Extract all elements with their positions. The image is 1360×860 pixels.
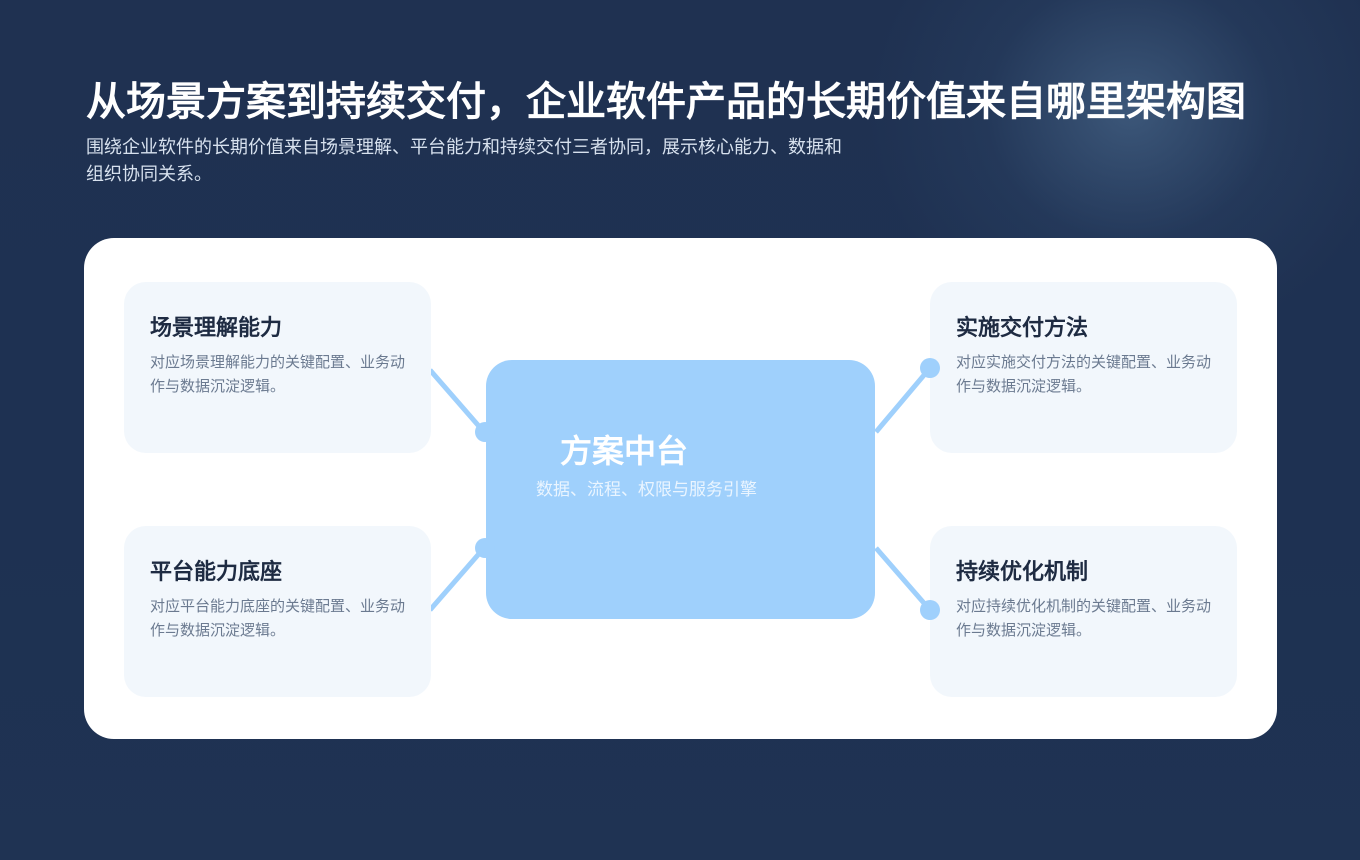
- card-description: 对应场景理解能力的关键配置、业务动作与数据沉淀逻辑。: [150, 353, 406, 395]
- card-delivery-method[interactable]: 实施交付方法 对应实施交付方法的关键配置、业务动作与数据沉淀逻辑。: [930, 282, 1237, 453]
- page-subtitle: 围绕企业软件的长期价值来自场景理解、平台能力和持续交付三者协同，展示核心能力、数…: [86, 137, 842, 185]
- card-description: 对应实施交付方法的关键配置、业务动作与数据沉淀逻辑。: [956, 353, 1212, 395]
- card-description: 对应平台能力底座的关键配置、业务动作与数据沉淀逻辑。: [150, 597, 406, 639]
- card-scene-understanding[interactable]: 场景理解能力 对应场景理解能力的关键配置、业务动作与数据沉淀逻辑。: [124, 282, 431, 453]
- card-title: 持续优化机制: [956, 560, 1089, 585]
- hub-solution-platform[interactable]: 方案中台 数据、流程、权限与服务引擎: [486, 360, 875, 619]
- card-title: 场景理解能力: [150, 316, 283, 341]
- card-title: 平台能力底座: [150, 560, 283, 585]
- hub-title: 方案中台: [560, 432, 689, 470]
- card-platform-foundation[interactable]: 平台能力底座 对应平台能力底座的关键配置、业务动作与数据沉淀逻辑。: [124, 526, 431, 697]
- card-continuous-optimization[interactable]: 持续优化机制 对应持续优化机制的关键配置、业务动作与数据沉淀逻辑。: [930, 526, 1237, 697]
- page-title: 从场景方案到持续交付，企业软件产品的长期价值来自哪里架构图: [86, 79, 1246, 125]
- card-title: 实施交付方法: [956, 316, 1089, 341]
- hub-subtitle: 数据、流程、权限与服务引擎: [536, 480, 757, 500]
- card-description: 对应持续优化机制的关键配置、业务动作与数据沉淀逻辑。: [956, 597, 1212, 639]
